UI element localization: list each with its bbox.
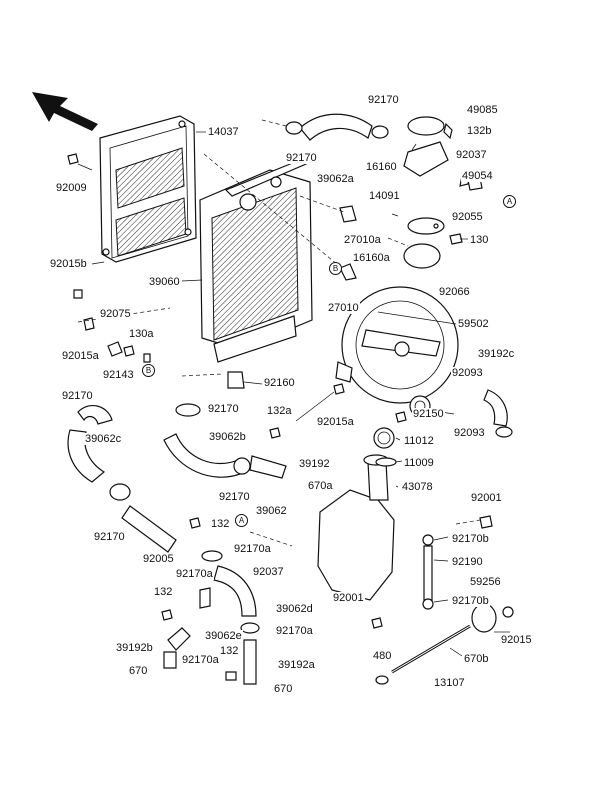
part-label: 92055 — [451, 211, 484, 223]
pump-shaft — [375, 603, 514, 685]
part-label: 92015 — [500, 634, 533, 646]
part-label: 92170 — [367, 94, 400, 106]
part-label: 39062 — [255, 505, 288, 517]
part-label: 92170b — [451, 533, 490, 545]
part-label: 132 — [210, 518, 231, 530]
part-label: 16160 — [365, 161, 398, 173]
part-label: 92001 — [470, 492, 503, 504]
part-label: 92001 — [332, 592, 365, 604]
part-label: 670b — [463, 653, 490, 665]
part-label: 39062e — [204, 630, 243, 642]
part-label: 92170 — [93, 531, 126, 543]
part-label: 13107 — [433, 677, 466, 689]
lower-hose — [163, 550, 260, 685]
reserve-tank — [317, 427, 395, 601]
part-label: 92015a — [316, 416, 355, 428]
part-label: 92170 — [207, 403, 240, 415]
part-label: 480 — [372, 650, 393, 662]
part-label: 670 — [273, 683, 294, 695]
part-label: 92005 — [142, 553, 175, 565]
part-label: 92170a — [233, 543, 272, 555]
upper-hose — [285, 113, 389, 141]
part-label: 59502 — [457, 318, 490, 330]
part-label: 92009 — [55, 182, 88, 194]
part-label: 132a — [266, 405, 293, 417]
part-label: 39060 — [148, 276, 181, 288]
part-label: 92143 — [102, 369, 135, 381]
part-label: 14091 — [368, 190, 401, 202]
fan-assembly — [335, 286, 459, 404]
part-label: 92170a — [175, 568, 214, 580]
reference-marker-b: B — [329, 262, 342, 275]
part-label: 132 — [219, 645, 240, 657]
part-label: 92093 — [451, 367, 484, 379]
part-label: 39062c — [84, 433, 123, 445]
part-label: 92160 — [263, 377, 296, 389]
part-label: 92170 — [218, 491, 251, 503]
bypass-pipe — [422, 534, 434, 610]
part-label: 39192a — [277, 659, 316, 671]
part-label: 39062d — [275, 603, 314, 615]
part-label: 39062b — [208, 431, 247, 443]
part-label: 59256 — [469, 576, 502, 588]
part-label: 39192c — [477, 348, 516, 360]
reference-marker-b: B — [142, 364, 155, 377]
part-label: 670 — [128, 665, 149, 677]
radiator — [199, 159, 313, 363]
part-label: 39062a — [316, 173, 355, 185]
part-label: 92170b — [451, 595, 490, 607]
part-label: 92037 — [252, 566, 285, 578]
reference-marker-a: A — [503, 195, 516, 208]
part-label: 92093 — [453, 427, 486, 439]
part-label: 670a — [307, 480, 334, 492]
part-label: 92170 — [61, 390, 94, 402]
part-label: 27010a — [343, 234, 382, 246]
part-label: 11012 — [403, 435, 435, 447]
part-label: 14037 — [207, 126, 240, 138]
part-label: 92170a — [181, 654, 220, 666]
part-label: 92150 — [412, 408, 445, 420]
part-label: 11009 — [403, 457, 435, 469]
part-label: 92066 — [438, 286, 471, 298]
part-label: 132b — [466, 125, 493, 137]
part-label: 92170 — [285, 152, 318, 164]
part-label: 92015a — [61, 350, 100, 362]
part-label: 92075 — [99, 308, 132, 320]
temperature-sensor — [339, 205, 357, 281]
part-label: 43078 — [401, 481, 434, 493]
part-label: 92015b — [49, 258, 88, 270]
part-label: 39192 — [298, 458, 331, 470]
reference-marker-a: A — [235, 514, 248, 527]
front-direction-arrow-icon — [32, 92, 98, 131]
leader-lines — [77, 119, 510, 657]
part-label: 49054 — [461, 170, 494, 182]
radiator-screen — [99, 115, 197, 263]
part-label: 132 — [153, 586, 174, 598]
part-label: 92190 — [451, 556, 484, 568]
part-label: 130 — [469, 234, 490, 246]
part-label: 92037 — [455, 149, 488, 161]
part-label: 27010 — [327, 302, 360, 314]
part-label: 16160a — [352, 252, 391, 264]
part-label: 39192b — [115, 642, 154, 654]
mid-hose — [163, 403, 287, 479]
part-label: 49085 — [466, 104, 499, 116]
part-label: 130a — [128, 328, 155, 340]
part-label: 92170a — [275, 625, 314, 637]
